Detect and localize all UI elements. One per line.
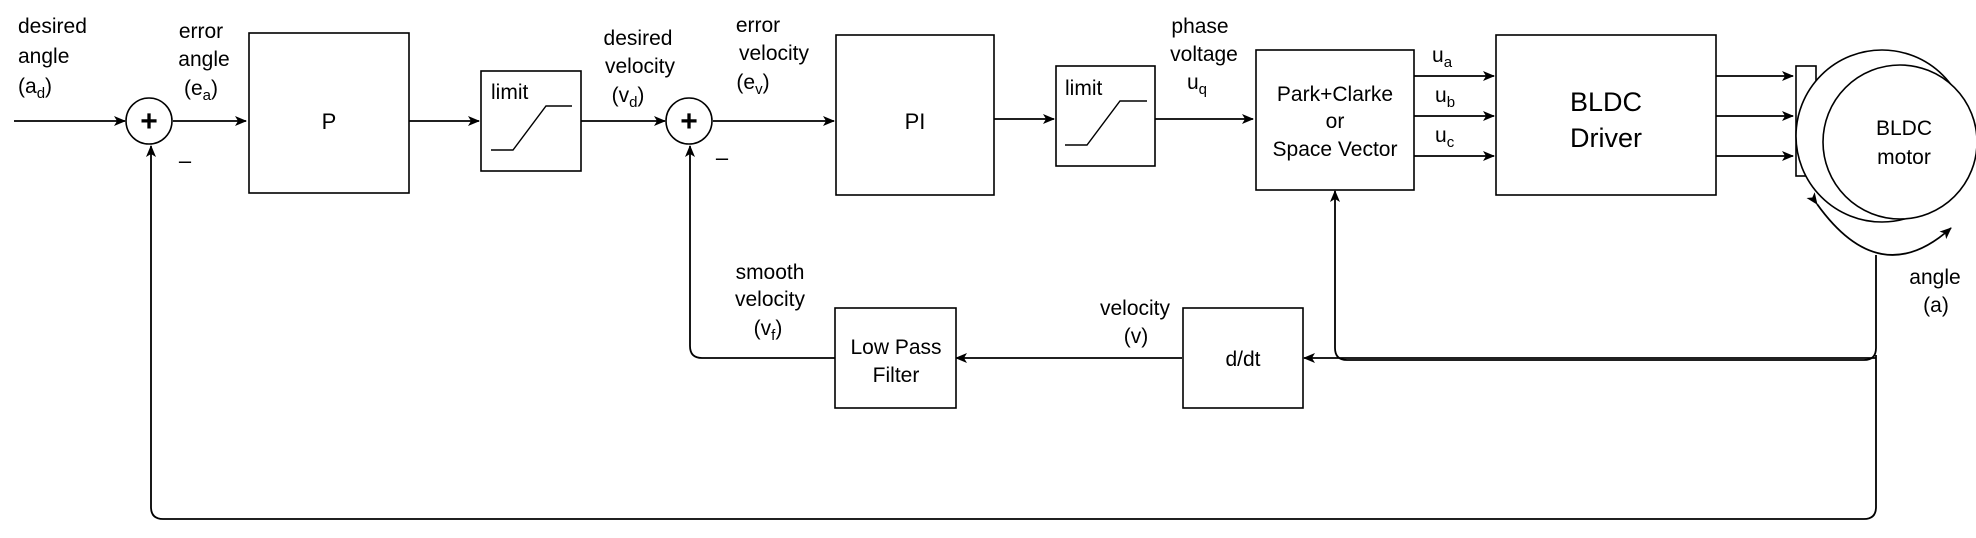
error-velocity-line1: error	[736, 14, 780, 37]
park-line3: Space Vector	[1273, 138, 1398, 161]
desired-angle-label: desired angle (ad)	[18, 15, 87, 102]
saturation-icon	[491, 105, 572, 151]
limit-block-1: limit	[480, 70, 582, 172]
error-velocity-line2: velocity	[739, 42, 810, 65]
ddt-label: d/dt	[1225, 348, 1260, 371]
sum2-plus: +	[680, 105, 698, 138]
ua-label: ua	[1432, 44, 1453, 71]
error-velocity-label: error velocity (ev)	[736, 14, 810, 98]
desired-angle-symbol: (ad)	[18, 75, 52, 102]
p-label: P	[322, 109, 337, 134]
motor-line1: BLDC	[1876, 117, 1932, 140]
error-angle-symbol: (ea)	[184, 77, 218, 104]
phase-voltage-symbol: uq	[1187, 71, 1207, 98]
limit2-label: limit	[1065, 77, 1102, 100]
desired-velocity-label: desired velocity (vd)	[604, 27, 676, 111]
rotation-arrow-icon	[1806, 192, 1952, 256]
smooth-velocity-line1: smooth	[736, 261, 805, 284]
velocity-line1: velocity	[1100, 297, 1171, 320]
saturation-icon	[1065, 100, 1147, 146]
bldc-driver-block: BLDC Driver	[1495, 34, 1717, 196]
feedback-angle-to-park-wire	[1330, 190, 1877, 361]
velocity-line2: (v)	[1124, 325, 1149, 348]
motor-line2: motor	[1877, 146, 1931, 169]
smooth-velocity-label: smooth velocity (vf)	[735, 261, 806, 344]
low-pass-filter-block: Low Pass Filter	[834, 307, 957, 409]
limit1-label: limit	[491, 81, 528, 104]
driver-line1: BLDC	[1570, 87, 1642, 117]
lpf-line1: Low Pass	[850, 336, 941, 359]
pi-block: PI	[835, 34, 995, 196]
park-line1: Park+Clarke	[1277, 83, 1393, 106]
sum2-minus: –	[716, 145, 729, 170]
ddt-block: d/dt	[1182, 307, 1304, 409]
error-velocity-symbol: (ev)	[736, 71, 769, 98]
smooth-velocity-symbol: (vf)	[754, 317, 783, 344]
sum1-plus: +	[140, 105, 158, 138]
error-angle-line1: error	[179, 20, 223, 43]
pi-label: PI	[905, 109, 926, 134]
desired-angle-line2: angle	[18, 45, 69, 68]
park-line2: or	[1326, 110, 1345, 133]
outer-angle-feedback-wire	[146, 145, 1877, 520]
park-clarke-block: Park+Clarke or Space Vector	[1255, 49, 1415, 191]
smooth-velocity-line2: velocity	[735, 288, 806, 311]
lpf-line2: Filter	[873, 364, 920, 387]
phase-voltage-line2: voltage	[1170, 43, 1238, 66]
velocity-label: velocity (v)	[1100, 297, 1171, 348]
phase-voltage-label: phase voltage uq	[1170, 15, 1238, 98]
summing-junction-velocity: + –	[665, 97, 729, 170]
lpf-to-sum2-wire	[685, 145, 835, 359]
desired-velocity-line1: desired	[604, 27, 673, 50]
uc-label: uc	[1435, 124, 1455, 151]
angle-line2: (a)	[1923, 294, 1949, 317]
bldc-motor: BLDC motor	[1795, 49, 1976, 256]
desired-velocity-symbol: (vd)	[612, 84, 645, 111]
desired-angle-line1: desired	[18, 15, 87, 38]
phase-voltage-line1: phase	[1171, 15, 1228, 38]
summing-junction-angle: + –	[125, 97, 192, 173]
ub-label: ub	[1435, 84, 1455, 111]
p-block: P	[248, 32, 410, 194]
desired-velocity-line2: velocity	[605, 55, 676, 78]
angle-label: angle (a)	[1909, 266, 1960, 317]
driver-line2: Driver	[1570, 123, 1642, 153]
sum1-minus: –	[179, 148, 192, 173]
angle-line1: angle	[1909, 266, 1960, 289]
error-angle-line2: angle	[178, 48, 229, 71]
error-angle-label: error angle (ea)	[178, 20, 229, 104]
limit-block-2: limit	[1055, 65, 1156, 167]
